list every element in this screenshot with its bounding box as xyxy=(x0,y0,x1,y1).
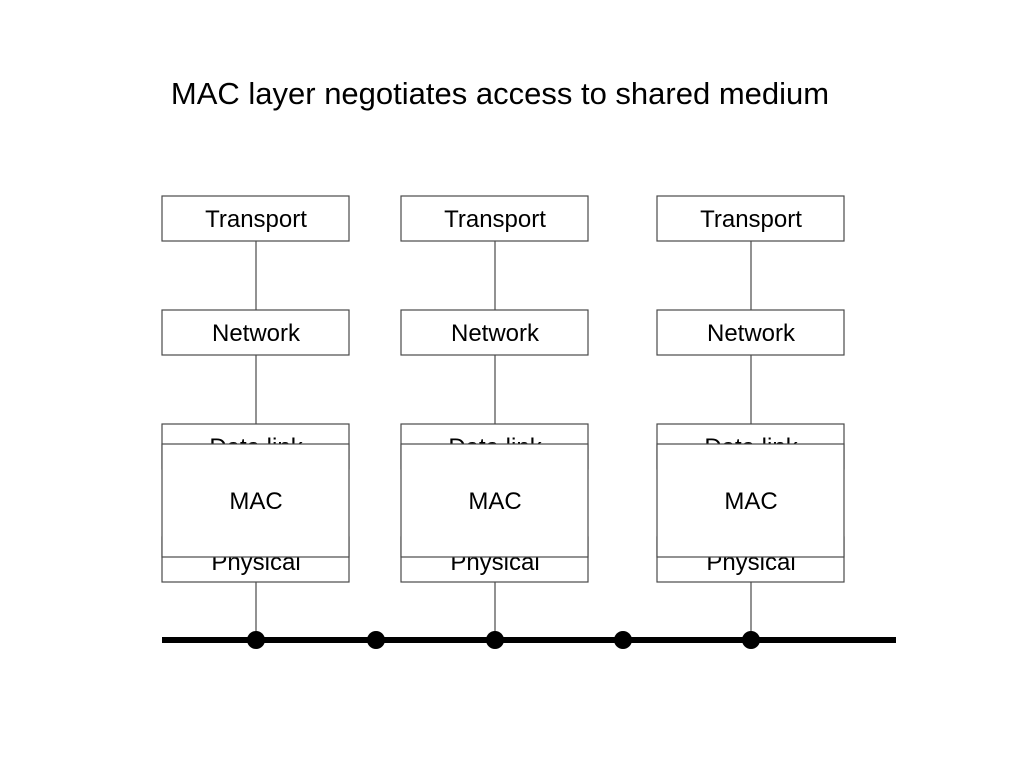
medium-node xyxy=(614,631,632,649)
network-box xyxy=(161,309,350,356)
mac-label: MAC xyxy=(468,488,521,515)
mac-box xyxy=(400,443,589,558)
protocol-stack-1: Transport Network Data link Physical MAC xyxy=(161,195,350,640)
network-label: Network xyxy=(212,320,301,347)
transport-label: Transport xyxy=(700,206,802,233)
medium-node xyxy=(247,631,265,649)
medium-node xyxy=(742,631,760,649)
medium-node xyxy=(486,631,504,649)
mac-label: MAC xyxy=(229,488,282,515)
mac-label: MAC xyxy=(724,488,777,515)
transport-label: Transport xyxy=(205,206,307,233)
network-label: Network xyxy=(707,320,796,347)
mac-box xyxy=(656,443,845,558)
protocol-stack-2: Transport Network Data link Physical MAC xyxy=(400,195,589,640)
protocol-stack-3: Transport Network Data link Physical MAC xyxy=(656,195,845,640)
mac-box xyxy=(161,443,350,558)
medium-node xyxy=(367,631,385,649)
network-box xyxy=(656,309,845,356)
transport-box xyxy=(656,195,845,242)
network-box xyxy=(400,309,589,356)
network-label: Network xyxy=(451,320,540,347)
transport-box xyxy=(400,195,589,242)
diagram-title: MAC layer negotiates access to shared me… xyxy=(170,76,830,111)
transport-label: Transport xyxy=(444,206,546,233)
transport-box xyxy=(161,195,350,242)
